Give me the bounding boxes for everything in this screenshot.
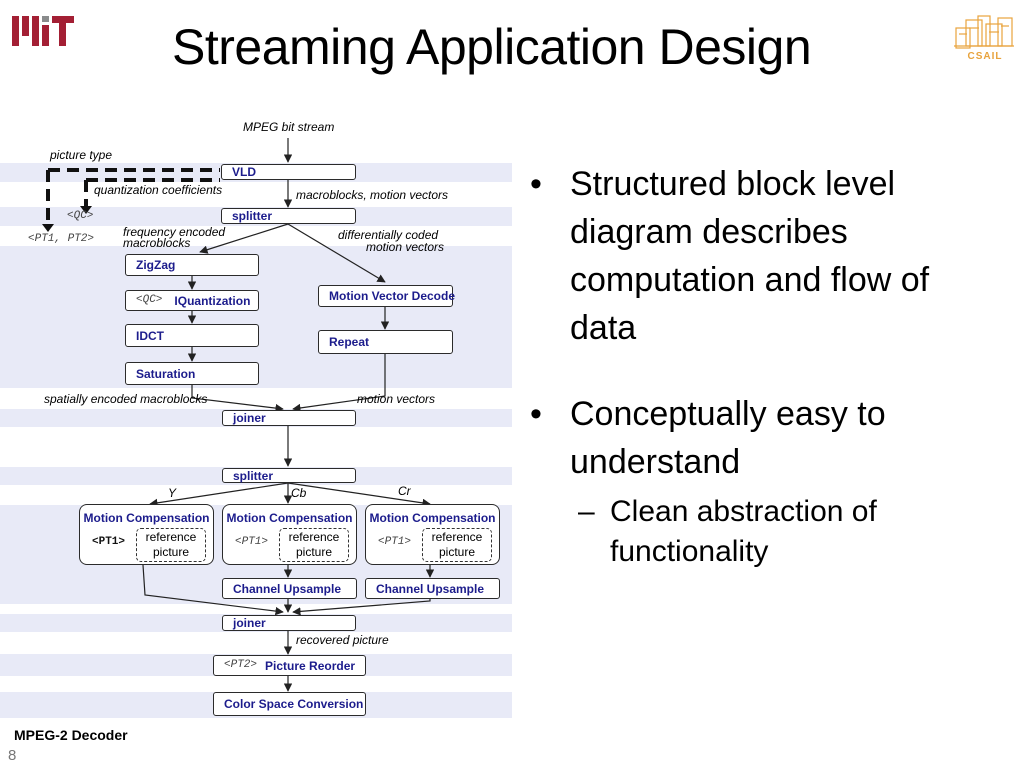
- label-quantization-coefficients: quantization coefficients: [94, 183, 223, 197]
- zigzag-block: ZigZag: [125, 254, 259, 276]
- motion-compensation-cb: Motion Compensation <PT1> reference pict…: [222, 504, 357, 565]
- saturation-block: Saturation: [125, 362, 259, 385]
- label-y: Y: [168, 486, 177, 500]
- mc-title: Motion Compensation: [83, 511, 210, 525]
- motion-compensation-y: Motion Compensation <PT1> reference pict…: [79, 504, 214, 565]
- channel-upsample-cb: Channel Upsample: [222, 578, 357, 599]
- bullet-item: • Conceptually easy to understand – Clea…: [530, 390, 1000, 572]
- bullet-list: • Structured block level diagram describ…: [530, 160, 1000, 610]
- iquantization-block: <QC> IQuantization: [125, 290, 259, 311]
- page-number: 8: [8, 747, 17, 764]
- label-motion-vectors: motion vectors: [357, 392, 436, 406]
- label-frequency-encoded: frequency encoded: [123, 225, 226, 239]
- pt1-param: <PT1>: [235, 536, 269, 548]
- label-macroblocks: macroblocks: [123, 236, 191, 250]
- label-mpeg-bit-stream: MPEG bit stream: [243, 120, 335, 134]
- color-space-conversion-block: Color Space Conversion: [213, 692, 366, 716]
- label-cb: Cb: [291, 486, 307, 500]
- repeat-block: Repeat: [318, 330, 453, 354]
- picture-reorder-block: <PT2> Picture Reorder: [213, 655, 366, 676]
- sub-bullet-text: Clean abstraction of functionality: [610, 495, 877, 568]
- picture-reorder-label: Picture Reorder: [265, 658, 356, 673]
- diagram-caption: MPEG-2 Decoder: [14, 727, 128, 743]
- channel-upsample-cr: Channel Upsample: [365, 578, 500, 599]
- mit-logo: [12, 16, 74, 46]
- label-spatially-encoded: spatially encoded macroblocks: [44, 392, 208, 406]
- label-picture-type: picture type: [50, 148, 113, 162]
- iquantization-label: IQuantization: [174, 293, 251, 308]
- bullet-marker: •: [530, 165, 542, 203]
- slide-title: Streaming Application Design: [172, 19, 812, 75]
- pt1-pt2-param-label: <PT1, PT2>: [28, 233, 95, 245]
- pt1-param: <PT1>: [378, 536, 412, 548]
- motion-vector-decode-block: Motion Vector Decode: [318, 285, 455, 307]
- csail-logo: CSAIL: [954, 15, 1014, 62]
- vld-block: VLD: [221, 164, 356, 180]
- joiner-block-1: joiner: [222, 410, 356, 426]
- bullet-text: Structured block level diagram describes…: [570, 165, 930, 347]
- joiner-block-2: joiner: [222, 615, 356, 631]
- bullet-marker: •: [530, 395, 542, 433]
- sub-bullet-marker: –: [578, 495, 595, 528]
- reference-picture: reference picture: [422, 528, 492, 562]
- mc-title: Motion Compensation: [226, 511, 353, 525]
- idct-block: IDCT: [125, 324, 259, 347]
- label-cr: Cr: [398, 484, 411, 498]
- qc-param-label: <QC>: [67, 210, 94, 222]
- motion-compensation-cr: Motion Compensation <PT1> reference pict…: [365, 504, 500, 565]
- label-motion-vectors-2: motion vectors: [366, 240, 445, 254]
- label-differentially-coded: differentially coded: [338, 228, 439, 242]
- mc-title: Motion Compensation: [369, 511, 496, 525]
- label-recovered-picture: recovered picture: [296, 633, 389, 647]
- sub-bullet-item: – Clean abstraction of functionality: [530, 492, 1000, 572]
- pt2-param: <PT2>: [224, 659, 258, 671]
- reference-picture: reference picture: [279, 528, 349, 562]
- splitter-block-1: splitter: [221, 208, 356, 224]
- svg-text:CSAIL: CSAIL: [968, 51, 1003, 62]
- label-macroblocks-motion-vectors: macroblocks, motion vectors: [296, 188, 449, 202]
- reference-picture: reference picture: [136, 528, 206, 562]
- bullet-item: • Structured block level diagram describ…: [530, 160, 1000, 352]
- bullet-text: Conceptually easy to understand: [570, 395, 886, 481]
- pt1-param: <PT1>: [92, 536, 126, 548]
- qc-param: <QC>: [136, 294, 163, 306]
- splitter-block-2: splitter: [222, 468, 356, 483]
